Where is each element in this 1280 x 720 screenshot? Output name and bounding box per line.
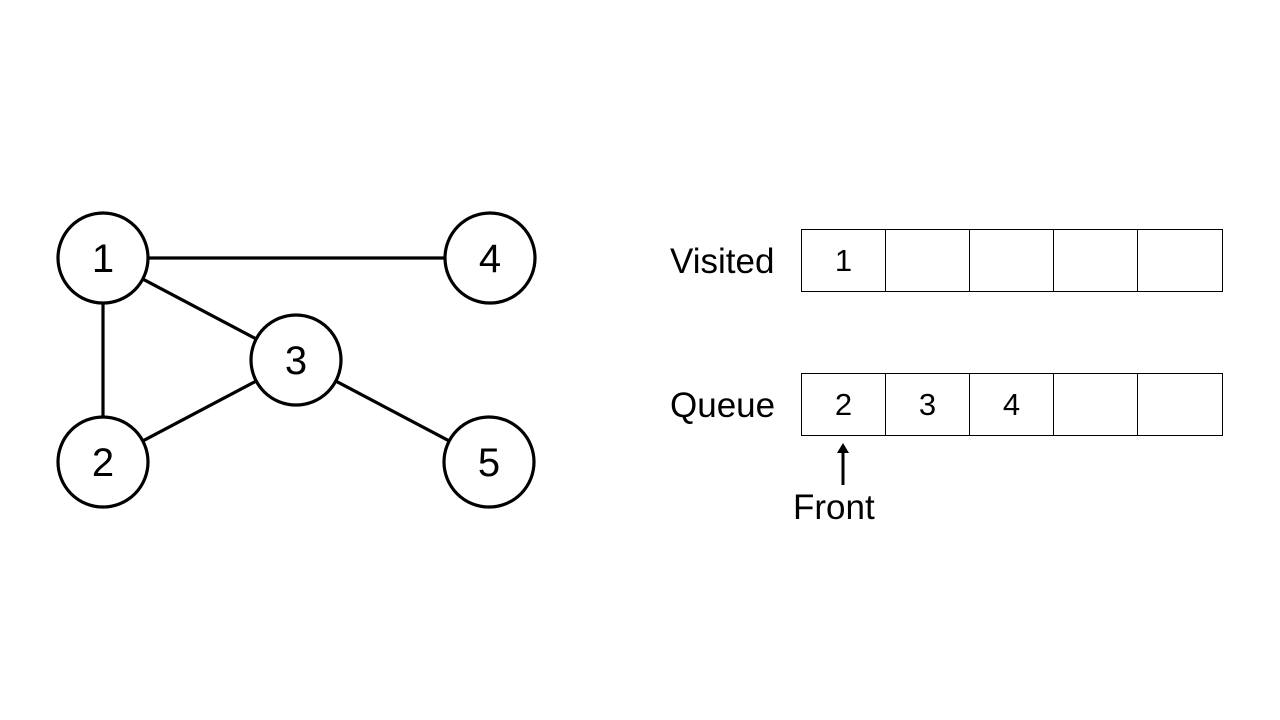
graph-edge-2-3	[142, 379, 257, 443]
graph-node-label-5: 5	[478, 441, 500, 485]
graph-node-2[interactable]: 2	[56, 415, 150, 509]
front-label: Front	[793, 488, 875, 527]
visited-cell-0[interactable]: 1	[802, 230, 886, 291]
graph-node-label-4: 4	[479, 237, 501, 281]
queue-cell-4[interactable]	[1138, 374, 1222, 435]
graph-node-circle-1	[56, 211, 150, 305]
queue-label: Queue	[670, 385, 776, 425]
graph-edge-3-5	[335, 379, 450, 443]
graph-node-label-1: 1	[92, 237, 114, 281]
graph-node-label-3: 3	[285, 339, 307, 383]
graph-edges	[101, 256, 450, 443]
queue-cell-0[interactable]: 2	[802, 374, 886, 435]
visited-array-table: 1	[801, 229, 1223, 292]
graph-node-circle-5	[442, 415, 536, 509]
graph-panel: 1 2 3 4 5	[0, 0, 620, 720]
graph-node-circle-4	[443, 211, 537, 305]
graph-node-circle-3	[249, 313, 343, 407]
visited-label: Visited	[670, 241, 775, 281]
graph-node-5[interactable]: 5	[442, 415, 536, 509]
visited-cell-1[interactable]	[886, 230, 970, 291]
graph-node-label-2: 2	[92, 441, 114, 485]
queue-cell-2[interactable]: 4	[970, 374, 1054, 435]
graph-node-3[interactable]: 3	[249, 313, 343, 407]
graph-node-1[interactable]: 1	[56, 211, 150, 305]
visited-cell-2[interactable]	[970, 230, 1054, 291]
queue-cell-3[interactable]	[1054, 374, 1138, 435]
queue-cell-1[interactable]: 3	[886, 374, 970, 435]
graph-node-circle-2	[56, 415, 150, 509]
visited-array-row: Visited 1	[670, 229, 1223, 292]
graph-edge-1-3	[142, 277, 257, 341]
visited-cell-4[interactable]	[1138, 230, 1222, 291]
front-pointer-arrow-icon	[837, 443, 849, 485]
front-arrow-head	[837, 443, 849, 453]
visited-cell-3[interactable]	[1054, 230, 1138, 291]
graph-svg: 1 2 3 4 5	[56, 211, 537, 509]
graph-node-4[interactable]: 4	[443, 211, 537, 305]
graph-nodes: 1 2 3 4 5	[56, 211, 537, 509]
